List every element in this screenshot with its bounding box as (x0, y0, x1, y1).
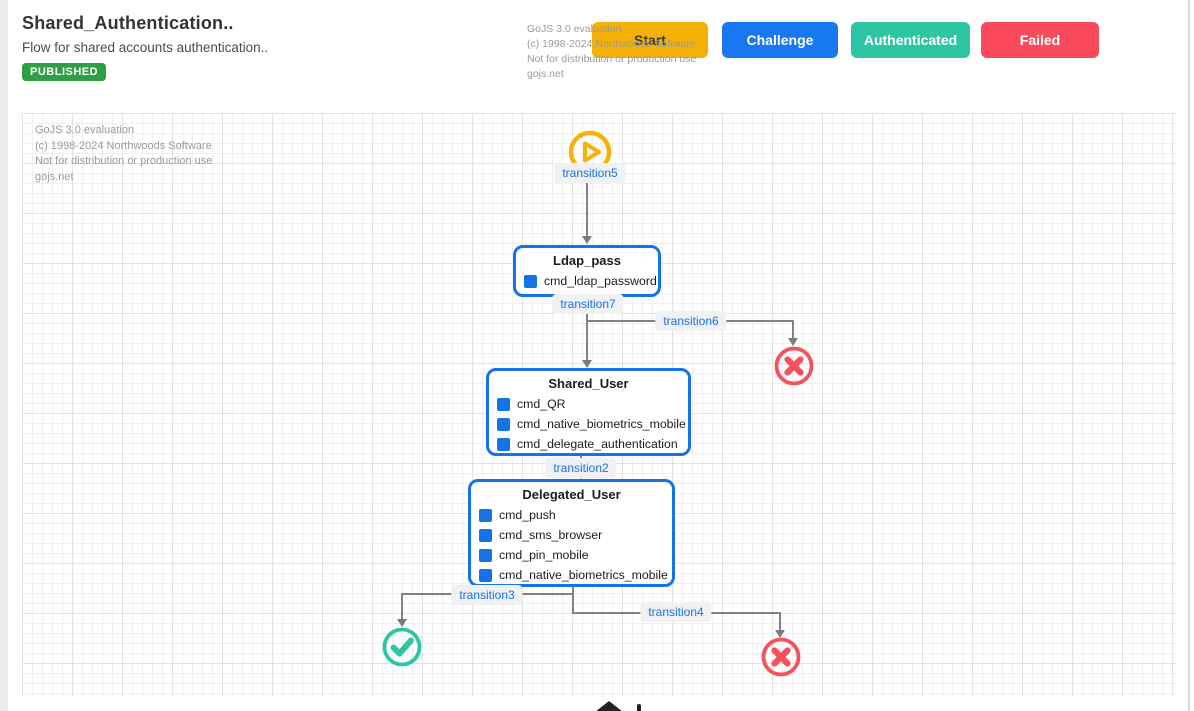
authenticated-check-icon[interactable] (380, 625, 424, 669)
status-badge: PUBLISHED (22, 63, 107, 81)
page-title: Shared_Authentication.. (22, 13, 234, 33)
command-icon (479, 528, 492, 542)
node-item[interactable]: cmd_sms_browser (479, 525, 664, 545)
node-title: Delegated_User (522, 487, 621, 502)
command-icon (479, 548, 492, 562)
transition3-label[interactable]: transition3 (451, 585, 523, 605)
command-icon (479, 568, 492, 582)
node-item[interactable]: cmd_ldap_password (524, 271, 657, 291)
diagram-canvas[interactable]: GoJS 3.0 evaluation (c) 1998-2024 Northw… (22, 113, 1177, 697)
edge-transition3-vertical[interactable] (401, 593, 403, 620)
edge-transition6-vertical[interactable] (792, 320, 794, 338)
transition5-label[interactable]: transition5 (554, 163, 626, 183)
failed-x-icon[interactable] (759, 635, 803, 679)
command-icon (497, 397, 510, 411)
clipped-bottom-icon (637, 704, 641, 711)
node-item[interactable]: cmd_native_biometrics_mobile (479, 565, 668, 585)
palette-authenticated-button[interactable]: Authenticated (851, 22, 970, 58)
transition2-label[interactable]: transition2 (545, 458, 617, 478)
node-item[interactable]: cmd_QR (497, 394, 680, 414)
node-item-label: cmd_pin_mobile (499, 548, 589, 562)
transition7-label[interactable]: transition7 (552, 294, 624, 314)
node-item-label: cmd_delegate_authentication (517, 437, 678, 451)
node-item[interactable]: cmd_native_biometrics_mobile (497, 414, 686, 434)
node-item-label: cmd_ldap_password (544, 274, 657, 288)
node-item-label: cmd_QR (517, 397, 566, 411)
node-item-label: cmd_native_biometrics_mobile (517, 417, 686, 431)
clipped-bottom-icon (595, 701, 623, 711)
node-item[interactable]: cmd_pin_mobile (479, 545, 664, 565)
node-shared-user[interactable]: Shared_User cmd_QR cmd_native_biometrics… (486, 368, 691, 456)
watermark-line: gojs.net (527, 68, 564, 80)
palette-failed-button[interactable]: Failed (981, 22, 1099, 58)
edge-transition4-vertical[interactable] (779, 612, 781, 631)
left-gutter (0, 0, 8, 711)
command-icon (497, 417, 510, 431)
arrowhead (775, 630, 785, 638)
node-item[interactable]: cmd_push (479, 505, 664, 525)
edge-transition7[interactable] (586, 310, 588, 360)
arrowhead (788, 338, 798, 346)
node-title: Shared_User (548, 376, 629, 391)
gojs-watermark-canvas: GoJS 3.0 evaluation (c) 1998-2024 Northw… (35, 123, 212, 185)
node-item-label: cmd_sms_browser (499, 528, 603, 542)
command-icon (524, 274, 537, 288)
node-item[interactable]: cmd_delegate_authentication (497, 434, 680, 454)
arrowhead (582, 360, 592, 368)
arrowhead (582, 236, 592, 244)
command-icon (479, 508, 492, 522)
node-item-label: cmd_push (499, 508, 556, 522)
failed-x-icon[interactable] (772, 344, 816, 388)
palette-challenge-button[interactable]: Challenge (722, 22, 838, 58)
edge-transition4-stub[interactable] (572, 587, 574, 614)
palette-start-button[interactable]: Start (592, 22, 708, 58)
node-ldap-pass[interactable]: Ldap_pass cmd_ldap_password (513, 245, 661, 297)
node-item-label: cmd_native_biometrics_mobile (499, 568, 668, 582)
watermark-line: Not for distribution or production use (35, 155, 213, 167)
watermark-line: GoJS 3.0 evaluation (35, 124, 135, 136)
edge-transition5[interactable] (586, 183, 588, 237)
right-scrollbar-track[interactable] (1188, 0, 1190, 711)
arrowhead (397, 619, 407, 627)
transition4-label[interactable]: transition4 (640, 602, 712, 622)
transition6-label[interactable]: transition6 (655, 311, 727, 331)
watermark-line: gojs.net (35, 170, 74, 183)
node-title: Ldap_pass (553, 253, 621, 268)
watermark-line: (c) 1998-2024 Northwoods Software (35, 139, 212, 152)
node-delegated-user[interactable]: Delegated_User cmd_push cmd_sms_browser … (468, 479, 675, 587)
page-subtitle: Flow for shared accounts authentication.… (22, 40, 269, 55)
command-icon (497, 437, 510, 451)
